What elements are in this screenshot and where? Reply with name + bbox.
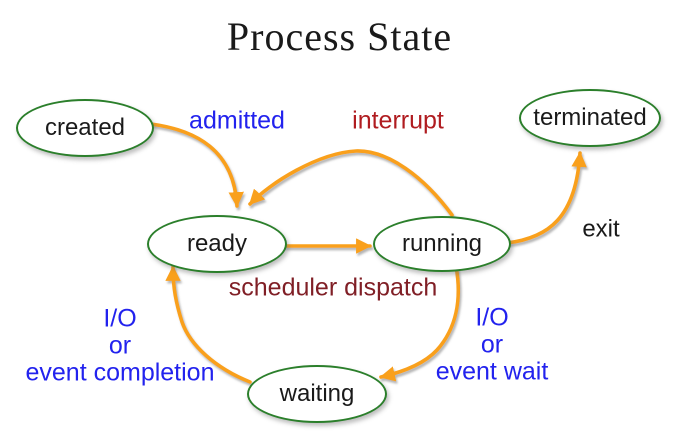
exit-arrow (505, 151, 587, 245)
interrupt-arrow (248, 149, 454, 217)
io-event-completion-line2: or (108, 331, 132, 360)
io-event-completion-line1: I/O (103, 304, 137, 333)
state-terminated: terminated (519, 89, 661, 147)
state-created-label: created (44, 114, 126, 141)
io-event-wait-arrow (379, 264, 461, 382)
state-ready-label: ready (186, 230, 248, 257)
state-ready: ready (147, 215, 287, 273)
io-event-wait-label: I/O or event wait (435, 303, 549, 386)
io-event-completion-arrow (165, 265, 252, 384)
state-terminated-label: terminated (533, 104, 647, 131)
state-waiting-label: waiting (279, 380, 355, 407)
diagram-title: Process State (226, 14, 453, 59)
state-running-label: running (401, 230, 483, 257)
state-created: created (16, 99, 154, 157)
interrupt-label: interrupt (352, 106, 444, 135)
io-event-wait-line1: I/O (475, 303, 509, 332)
io-event-completion-line3: event completion (25, 358, 215, 387)
state-waiting: waiting (247, 365, 387, 423)
admitted-label: admitted (189, 106, 285, 135)
admitted-arrow (149, 122, 244, 208)
io-event-wait-line2: or (480, 330, 504, 359)
io-event-wait-line3: event wait (435, 357, 549, 386)
exit-label: exit (582, 215, 620, 243)
scheduler-dispatch-label: scheduler dispatch (228, 273, 438, 302)
io-event-completion-label: I/O or event completion (25, 304, 215, 387)
state-running: running (373, 216, 511, 272)
